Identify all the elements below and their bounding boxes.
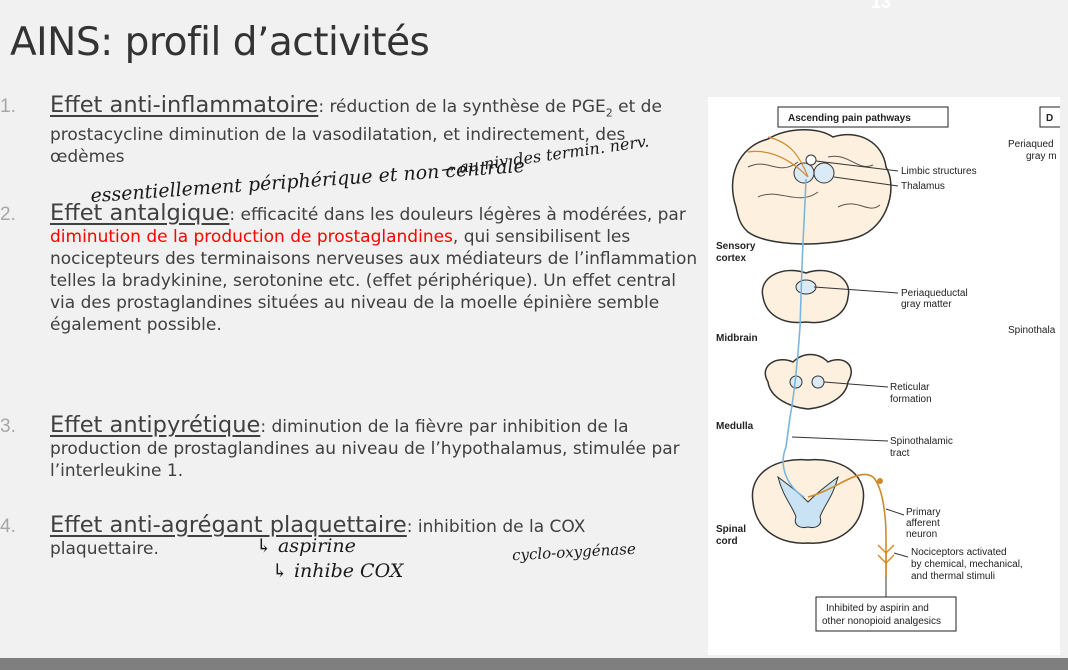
- item-text: : réduction de la synthèse de PGE: [318, 97, 606, 117]
- item-text: : inhibition de la COX plaquettaire.: [50, 517, 586, 559]
- limbic-shape: [805, 154, 817, 166]
- midbrain-shape: [761, 269, 850, 324]
- figure-label: afferent: [906, 518, 940, 529]
- figure-label: other nonopioid analgesics: [822, 616, 941, 627]
- figure-label: neuron: [906, 529, 937, 540]
- pain-pathways-diagram: Ascending pain pathways D Periaqued gray…: [716, 106, 1065, 632]
- item-number: 2.: [0, 204, 16, 225]
- nociceptor-icon: [877, 544, 895, 577]
- figure-label: Reticular: [890, 382, 930, 393]
- figure-label: gray matter: [901, 299, 952, 310]
- figure-title: Ascending pain pathways: [788, 113, 911, 124]
- figure-title-right: D: [1046, 113, 1053, 124]
- bottom-bar: [0, 658, 1068, 670]
- figure-label: Medulla: [716, 421, 754, 432]
- handwritten-note: ↳ aspirine: [256, 535, 356, 557]
- figure-label: cord: [716, 536, 738, 547]
- figure-label: Primary: [906, 507, 940, 518]
- figure-label: Spinal: [716, 524, 746, 535]
- figure-label: Thalamus: [901, 181, 945, 192]
- item-highlight: diminution de la production de prostagla…: [50, 227, 453, 247]
- item-subscript: 2: [605, 106, 613, 120]
- figure-label: Sensory: [716, 241, 756, 252]
- figure-label: Limbic structures: [901, 166, 977, 177]
- figure-label: gray m: [1026, 151, 1057, 162]
- item-body: Effet anti-inflammatoire: réduction de l…: [50, 94, 700, 168]
- item-heading: Effet anti-agrégant plaquettaire: [50, 512, 407, 538]
- brain-shape: [731, 129, 892, 245]
- item-heading: Effet antalgique: [50, 200, 230, 226]
- item-text: : diminution de la fièvre par inhibition…: [50, 417, 680, 481]
- figure-label: Periaqued: [1008, 139, 1054, 150]
- figure-label: Spinothalamic: [890, 436, 953, 447]
- figure-label: and thermal stimuli: [911, 571, 995, 582]
- inhibited-box: [815, 596, 957, 632]
- item-number: 3.: [0, 416, 16, 437]
- handwritten-note: ↳ inhibe COX: [272, 560, 404, 582]
- figure-label: cortex: [716, 253, 746, 264]
- item-text: et de prostacycline diminution de la vas…: [50, 97, 662, 168]
- item-heading: Effet anti-inflammatoire: [50, 92, 319, 118]
- figure-label: Periaqueductal: [901, 288, 968, 299]
- item-body: Effet antipyrétique: diminution de la fi…: [50, 414, 700, 482]
- item-number: 4.: [0, 516, 16, 537]
- slide-number: 13: [870, 0, 892, 12]
- spinothalamic-pathway: [782, 178, 807, 498]
- primary-afferent-neuron: [807, 473, 887, 577]
- pain-pathways-figure: Ascending pain pathways D Periaqued gray…: [708, 97, 1065, 655]
- item-heading: Effet antipyrétique: [50, 412, 261, 438]
- item-body: Effet anti-agrégant plaquettaire: inhibi…: [50, 514, 690, 560]
- figure-label: tract: [890, 448, 910, 459]
- figure-label: formation: [890, 394, 932, 405]
- figure-label: Inhibited by aspirin and: [826, 603, 929, 614]
- figure-label: Nociceptors activated: [911, 547, 1007, 558]
- item-text: , qui sensibilisent les nocicepteurs des…: [50, 227, 698, 335]
- item-text: : efficacité dans les douleurs légères à…: [229, 205, 686, 225]
- figure-label: Midbrain: [716, 333, 758, 344]
- slide-title: AINS: profil d’activités: [10, 20, 430, 65]
- figure-label: by chemical, mechanical,: [911, 559, 1023, 570]
- figure-title-box: [777, 106, 949, 128]
- medulla-shape: [764, 353, 852, 410]
- figure-label: Spinothala: [1008, 325, 1056, 336]
- item-body: Effet antalgique: efficacité dans les do…: [50, 202, 700, 336]
- item-number: 1.: [0, 96, 16, 117]
